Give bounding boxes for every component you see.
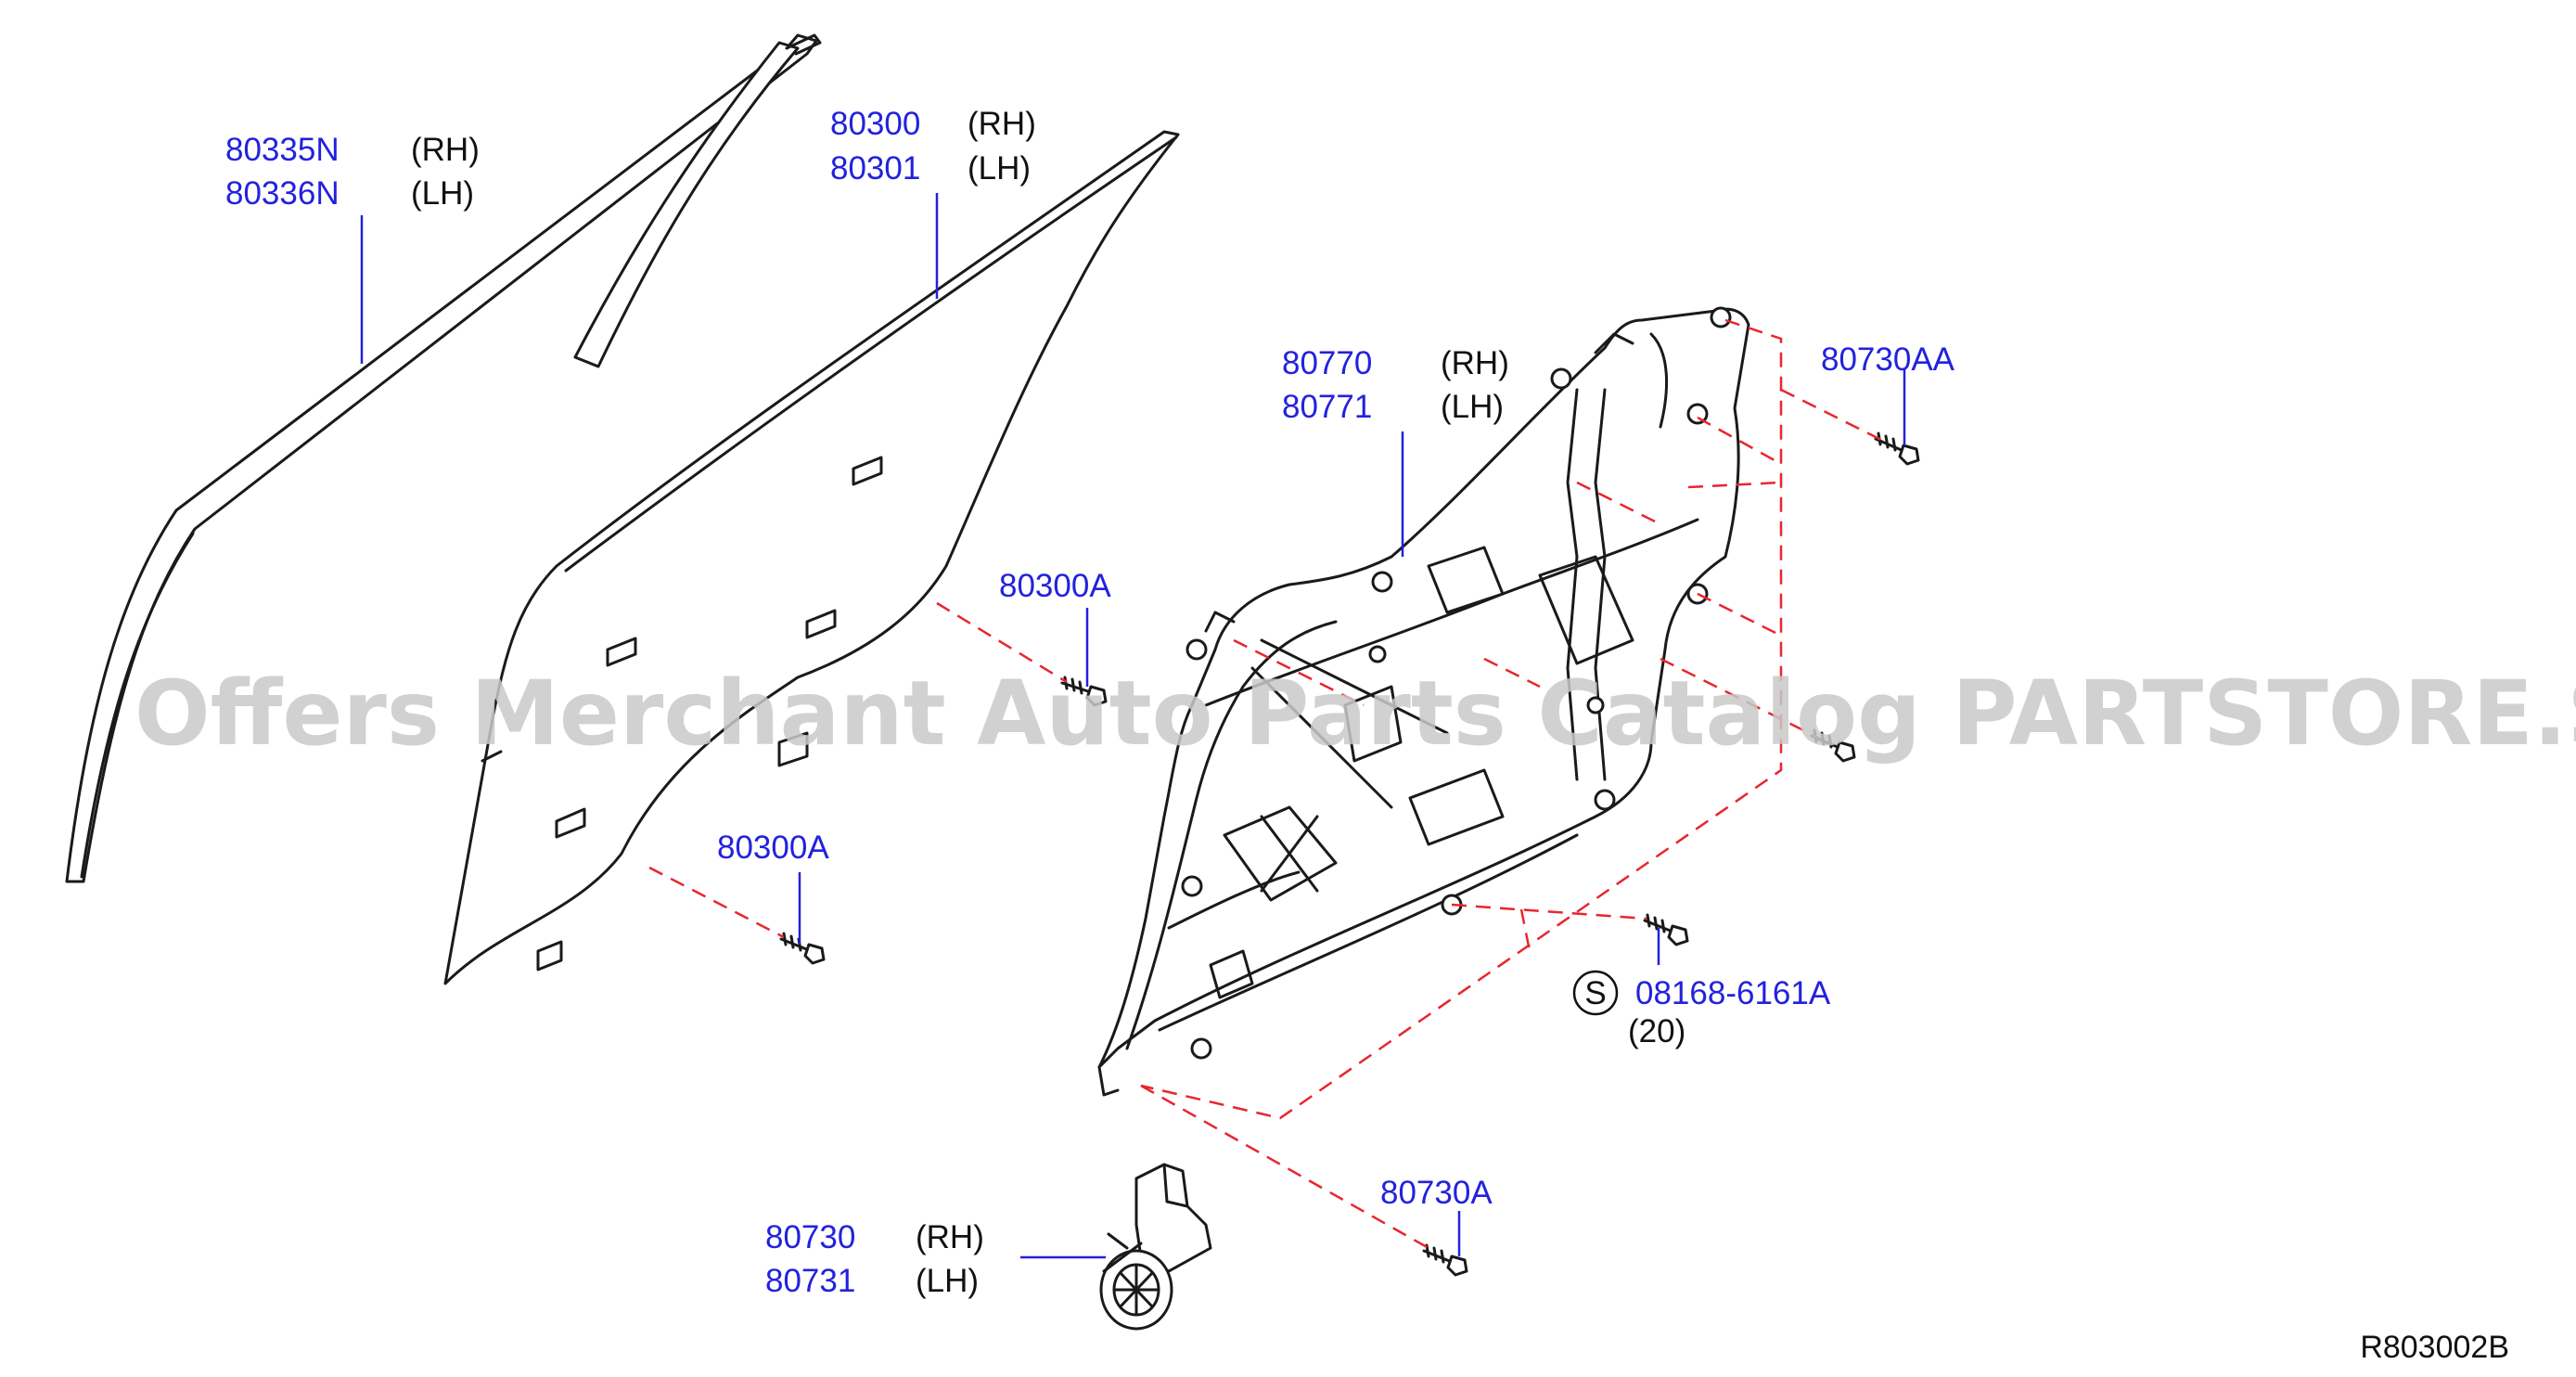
standard-part-symbol-icon	[1572, 970, 1619, 1016]
motor-lh-side: (LH)	[916, 1263, 979, 1299]
bolt-80730A[interactable]	[1422, 1243, 1468, 1277]
standard-part-symbol: S	[1584, 975, 1606, 1011]
standard-bolt-number[interactable]: 08168-6161A	[1635, 975, 1831, 1011]
glass-lh-side: (LH)	[968, 150, 1031, 187]
moulding-lh-number[interactable]: 80336N	[225, 175, 340, 212]
diagram-reference: R803002B	[2360, 1330, 2509, 1365]
regulator-motor-part[interactable]	[1099, 1163, 1212, 1331]
moulding-rh-side: (RH)	[411, 132, 480, 168]
regulator-lh-side: (LH)	[1441, 389, 1504, 425]
glass-rh-side: (RH)	[968, 106, 1036, 142]
phantom-lines	[648, 318, 1884, 1250]
motor-rh-number[interactable]: 80730	[765, 1219, 855, 1255]
motor-rh-side: (RH)	[916, 1219, 984, 1255]
moulding-rh-number[interactable]: 80335N	[225, 132, 340, 168]
regulator-rh-number[interactable]: 80770	[1282, 345, 1372, 381]
regulator-rh-side: (RH)	[1441, 345, 1509, 381]
door-glass-part[interactable]	[443, 130, 1180, 985]
motor-bolt-number[interactable]: 80730A	[1380, 1175, 1493, 1211]
bolt-08168-6161A[interactable]	[1643, 913, 1689, 946]
glass-bolt-lower-number[interactable]: 80300A	[717, 830, 829, 866]
regulator-lh-number[interactable]: 80771	[1282, 389, 1372, 425]
moulding-lh-side: (LH)	[411, 175, 474, 212]
bolt-80300A-upper[interactable]	[1060, 676, 1108, 707]
standard-bolt-qty: (20)	[1628, 1013, 1685, 1049]
bolt-80730AA-upper[interactable]	[1874, 431, 1920, 466]
window-moulding-part[interactable]	[65, 33, 822, 883]
bolt-80300A-lower[interactable]	[779, 932, 826, 965]
label-regulator: 80770 (RH) 80771 (LH)	[1282, 345, 1509, 425]
label-standard-bolt: S 08168-6161A (20)	[1572, 970, 1831, 1049]
label-moulding: 80335N (RH) 80336N (LH)	[225, 132, 480, 212]
regulator-bolt-number[interactable]: 80730AA	[1821, 341, 1955, 378]
glass-lh-number[interactable]: 80301	[830, 150, 920, 187]
label-motor: 80730 (RH) 80731 (LH)	[765, 1219, 984, 1299]
window-regulator-part[interactable]	[1097, 306, 1750, 1097]
leader-lines	[360, 193, 1906, 1259]
label-glass: 80300 (RH) 80301 (LH)	[830, 106, 1036, 187]
glass-rh-number[interactable]: 80300	[830, 106, 920, 142]
glass-bolt-upper-number[interactable]: 80300A	[999, 568, 1111, 604]
watermark-text: Offers Merchant Auto Parts Catalog PARTS…	[135, 662, 2576, 766]
motor-lh-number[interactable]: 80731	[765, 1263, 855, 1299]
